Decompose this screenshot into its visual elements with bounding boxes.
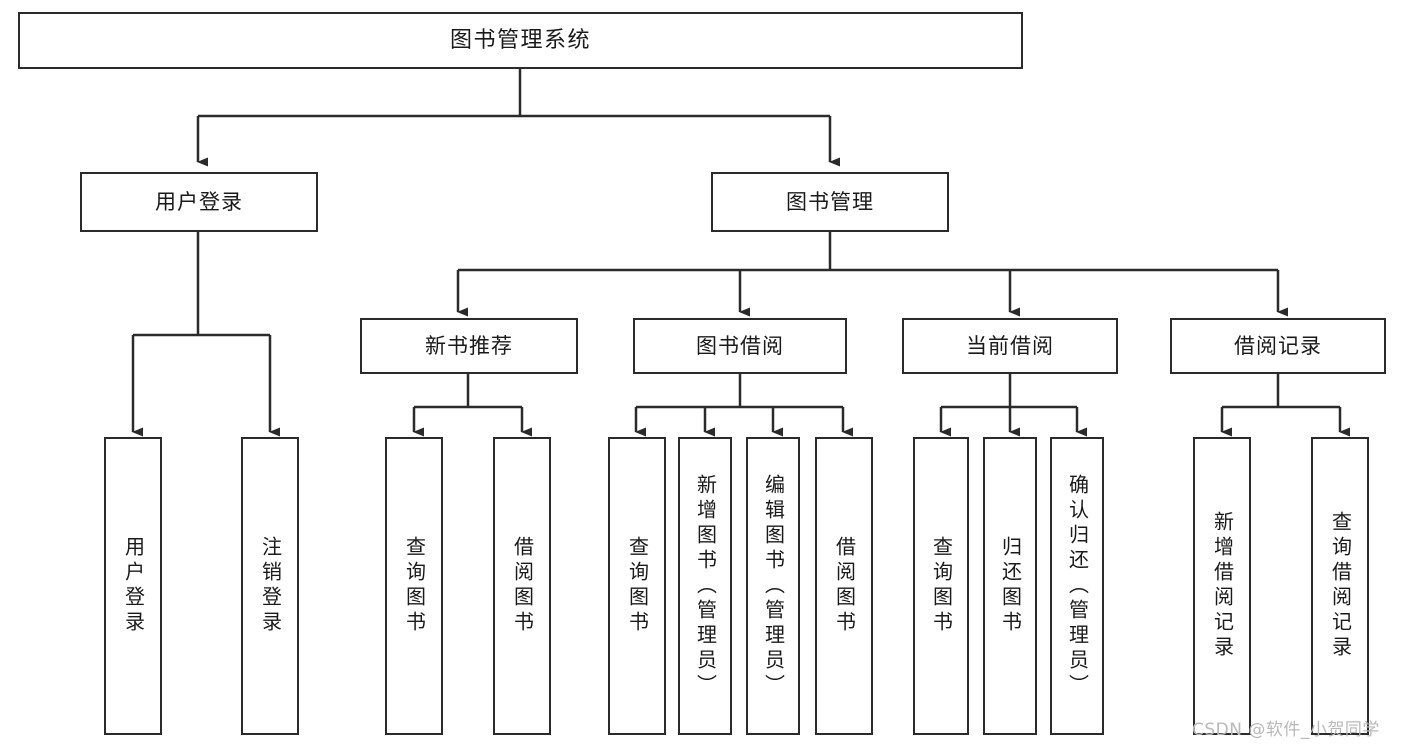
- node-leaf-recommend-borrow-book[interactable]: 借阅图书: [493, 437, 551, 735]
- node-new-book-recommend[interactable]: 新书推荐: [360, 318, 578, 374]
- node-leaf-borrow-query-book-label: 查询图书: [625, 536, 650, 636]
- csdn-watermark: CSDN @软件_小贺同学: [1192, 720, 1380, 740]
- node-book-borrow[interactable]: 图书借阅: [633, 318, 847, 374]
- node-leaf-recommend-query-book-label: 查询图书: [402, 536, 427, 636]
- node-leaf-record-query-label: 查询借阅记录: [1328, 511, 1353, 661]
- node-leaf-borrow-edit-book-label: 编辑图书（管理员）: [761, 473, 786, 699]
- node-leaf-current-confirm-return-label: 确认归还（管理员）: [1065, 473, 1090, 699]
- node-book-borrow-label: 图书借阅: [696, 333, 784, 358]
- node-book-manage[interactable]: 图书管理: [711, 172, 949, 232]
- node-current-borrow-label: 当前借阅: [966, 333, 1054, 358]
- node-leaf-borrow-edit-book[interactable]: 编辑图书（管理员）: [746, 437, 800, 735]
- node-leaf-current-confirm-return[interactable]: 确认归还（管理员）: [1050, 437, 1104, 735]
- node-leaf-logout-label: 注销登录: [258, 536, 283, 636]
- node-leaf-recommend-borrow-book-label: 借阅图书: [510, 536, 535, 636]
- node-borrow-record[interactable]: 借阅记录: [1170, 318, 1386, 374]
- node-root-label: 图书管理系统: [449, 27, 591, 53]
- node-leaf-logout[interactable]: 注销登录: [241, 437, 299, 735]
- node-leaf-current-return-book-label: 归还图书: [998, 536, 1023, 636]
- node-book-manage-label: 图书管理: [786, 189, 874, 214]
- node-user-login-label: 用户登录: [155, 189, 243, 214]
- node-borrow-record-label: 借阅记录: [1234, 333, 1322, 358]
- node-leaf-recommend-query-book[interactable]: 查询图书: [385, 437, 443, 735]
- node-user-login[interactable]: 用户登录: [80, 172, 318, 232]
- node-leaf-borrow-add-book[interactable]: 新增图书（管理员）: [678, 437, 732, 735]
- node-root[interactable]: 图书管理系统: [18, 12, 1023, 69]
- node-leaf-user-login-label: 用户登录: [121, 536, 146, 636]
- node-leaf-current-query-book-label: 查询图书: [929, 536, 954, 636]
- node-leaf-current-return-book[interactable]: 归还图书: [983, 437, 1037, 735]
- node-leaf-record-add[interactable]: 新增借阅记录: [1193, 437, 1251, 735]
- node-leaf-borrow-query-book[interactable]: 查询图书: [608, 437, 666, 735]
- node-leaf-current-query-book[interactable]: 查询图书: [913, 437, 969, 735]
- node-new-book-recommend-label: 新书推荐: [425, 333, 513, 358]
- node-current-borrow[interactable]: 当前借阅: [902, 318, 1118, 374]
- node-leaf-record-add-label: 新增借阅记录: [1210, 511, 1235, 661]
- node-leaf-borrow-borrow-book-label: 借阅图书: [832, 536, 857, 636]
- node-leaf-record-query[interactable]: 查询借阅记录: [1311, 437, 1369, 735]
- node-leaf-user-login[interactable]: 用户登录: [104, 437, 162, 735]
- node-leaf-borrow-borrow-book[interactable]: 借阅图书: [815, 437, 873, 735]
- node-leaf-borrow-add-book-label: 新增图书（管理员）: [693, 473, 718, 699]
